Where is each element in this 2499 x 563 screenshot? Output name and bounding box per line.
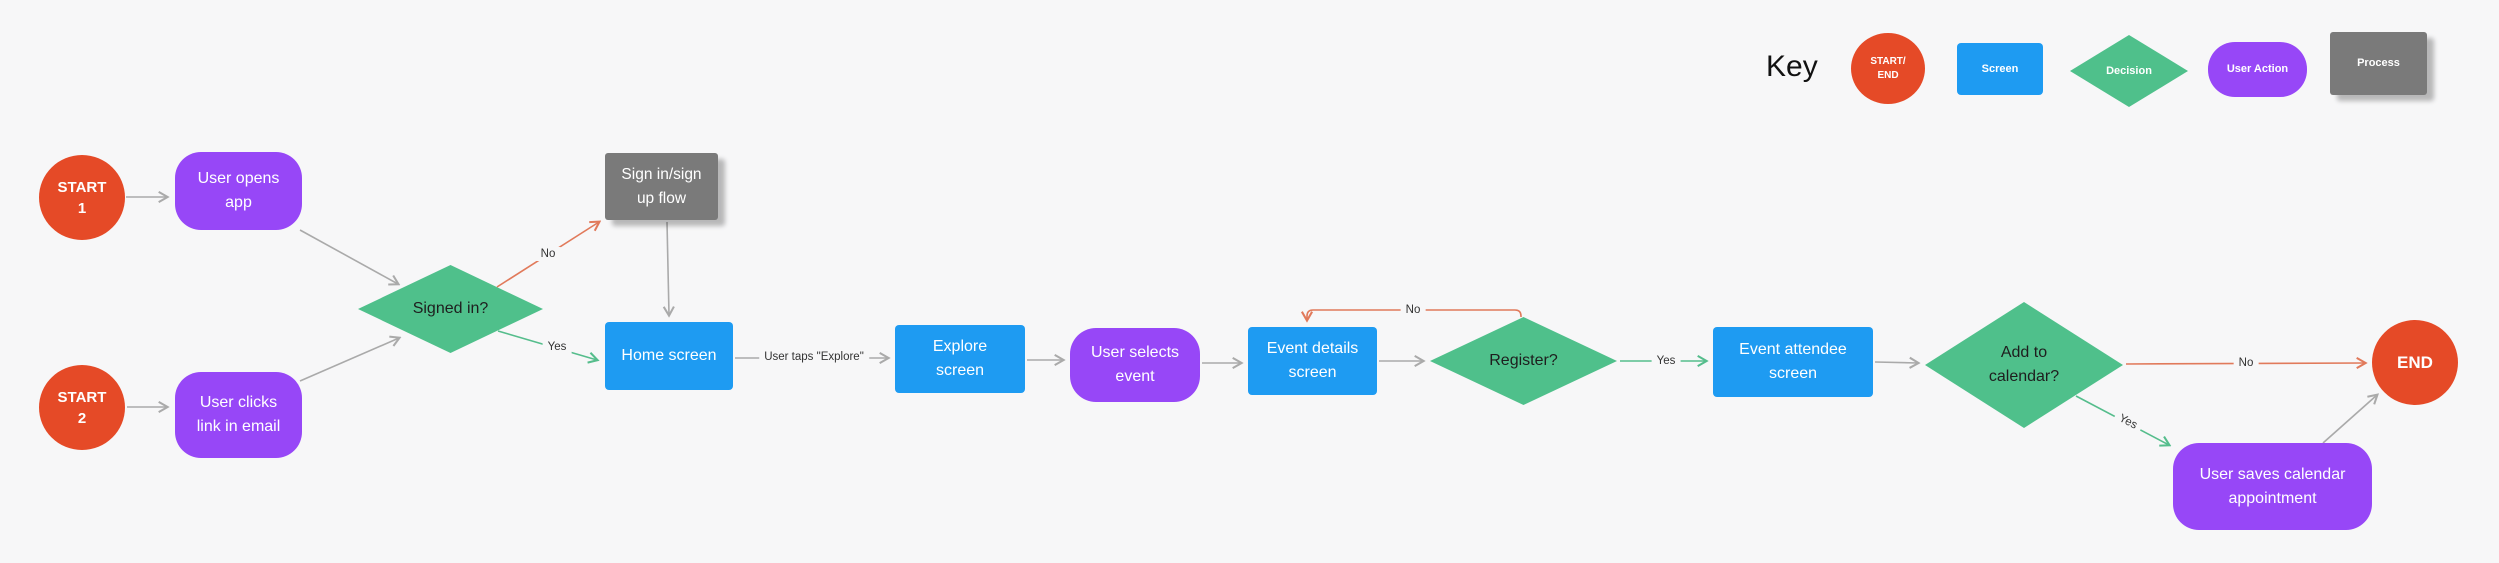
node-home-screen[interactable]: Home screen (605, 322, 733, 390)
node-user-opens-app[interactable]: User opens app (175, 152, 302, 230)
node-event-attendee-screen-label: Event attendee screen (1739, 341, 1847, 382)
node-user-saves-calendar[interactable]: User saves calendar appointment (2173, 443, 2372, 530)
node-sign-in-flow-label: Sign in/sign up flow (621, 166, 702, 207)
key-start-end-label: START/ END (1870, 56, 1906, 81)
node-end-label: END (2397, 352, 2433, 372)
node-home-screen-label: Home screen (621, 347, 717, 364)
key-user-action-shape[interactable]: User Action (2208, 42, 2307, 97)
edge-saves-calendar-to-end[interactable] (2322, 395, 2377, 444)
node-event-details-screen-label: Event details screen (1266, 340, 1359, 381)
edge-signin-flow-to-home[interactable] (667, 221, 669, 315)
key-process-label: Process (2357, 57, 2400, 70)
node-user-clicks-link-label: User clicks link in email (196, 394, 281, 435)
node-start-2[interactable]: START 2 (39, 365, 125, 450)
edge-label-signed-in-yes[interactable]: Yes (542, 340, 572, 354)
key-user-action-label: User Action (2226, 63, 2289, 76)
node-explore-screen[interactable]: Explore screen (895, 325, 1025, 393)
key-title[interactable]: Key (1766, 50, 1818, 83)
key-screen-shape[interactable]: Screen (1957, 43, 2043, 95)
key-start-end-shape[interactable]: START/ END (1851, 33, 1925, 104)
node-start-1[interactable]: START 1 (39, 155, 125, 240)
node-event-details-screen[interactable]: Event details screen (1248, 327, 1377, 395)
node-add-to-calendar-label: Add to calendar? (1988, 344, 2060, 385)
key-process-shape[interactable]: Process (2330, 32, 2427, 95)
node-register-label: Register? (1489, 352, 1558, 369)
key-decision-label: Decision (2106, 64, 2152, 77)
node-user-selects-event-label: User selects event (1090, 344, 1180, 385)
edge-user-clicks-link-to-signed-in[interactable] (299, 338, 399, 382)
node-sign-in-flow[interactable]: Sign in/sign up flow (605, 153, 718, 220)
edge-label-calendar-no[interactable]: No (2233, 356, 2259, 370)
node-end[interactable]: END (2372, 320, 2458, 405)
node-start-2-label: START 2 (57, 388, 107, 427)
key-screen-label: Screen (1981, 62, 2019, 75)
edge-label-taps-explore[interactable]: User taps "Explore" (759, 350, 869, 364)
edge-label-register-yes[interactable]: Yes (1651, 354, 1681, 368)
node-start-1-label: START 1 (57, 178, 107, 217)
edge-attendee-to-calendar[interactable] (1874, 362, 1918, 363)
node-user-clicks-link[interactable]: User clicks link in email (175, 372, 302, 458)
node-explore-screen-label: Explore screen (932, 338, 988, 379)
node-signed-in-label: Signed in? (412, 300, 489, 317)
edge-user-opens-app-to-signed-in[interactable] (299, 229, 398, 284)
edge-label-signed-in-no[interactable]: No (535, 247, 561, 261)
node-user-saves-calendar-label: User saves calendar appointment (2199, 465, 2346, 507)
node-user-selects-event[interactable]: User selects event (1070, 328, 1200, 402)
edge-label-register-no[interactable]: No (1400, 303, 1426, 317)
node-user-opens-app-label: User opens app (197, 170, 280, 211)
node-event-attendee-screen[interactable]: Event attendee screen (1713, 327, 1873, 397)
